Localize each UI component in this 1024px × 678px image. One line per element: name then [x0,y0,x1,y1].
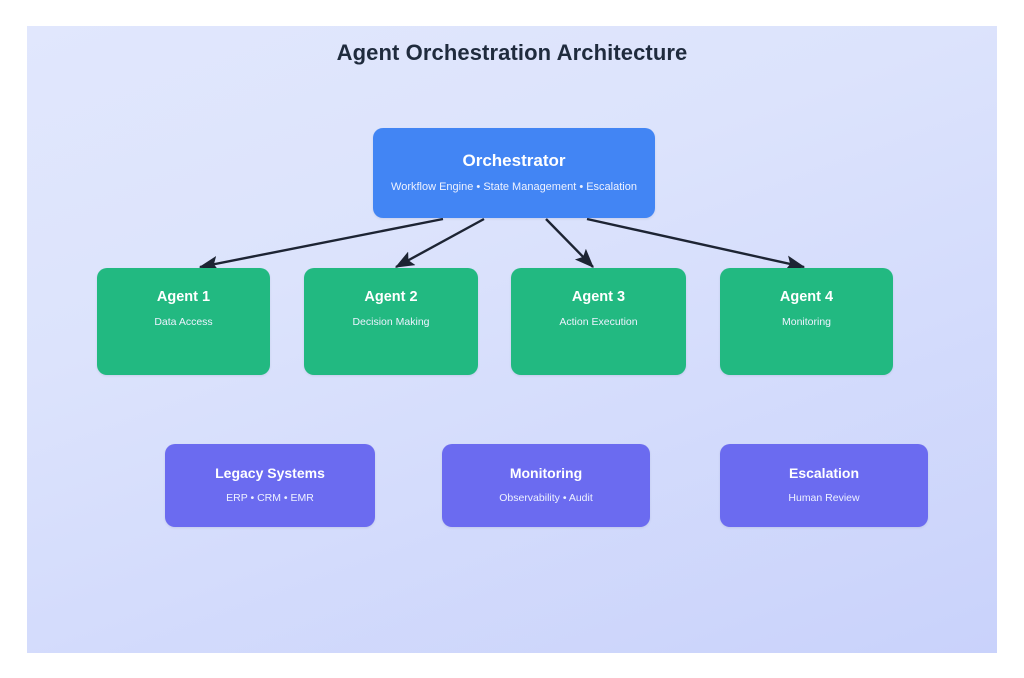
page-title: Agent Orchestration Architecture [336,40,688,65]
node-escalation-subtitle: Human Review [788,491,860,504]
node-legacy-systems[interactable]: Legacy Systems ERP • CRM • EMR [165,444,375,527]
node-agent-4[interactable]: Agent 4 Monitoring [720,268,893,375]
node-agent-4-title: Agent 4 [779,289,834,305]
node-legacy-systems-subtitle: ERP • CRM • EMR [226,491,314,504]
node-agent-4-subtitle: Monitoring [781,316,832,329]
node-orchestrator[interactable]: Orchestrator Workflow Engine • State Man… [373,128,655,218]
node-agent-1-title: Agent 1 [156,289,211,305]
node-monitoring[interactable]: Monitoring Observability • Audit [442,444,650,527]
node-agent-3-title: Agent 3 [571,289,626,305]
node-escalation-title: Escalation [788,465,860,481]
node-monitoring-subtitle: Observability • Audit [499,491,593,504]
node-monitoring-title: Monitoring [509,465,583,481]
node-agent-1-subtitle: Data Access [154,316,213,329]
node-orchestrator-subtitle: Workflow Engine • State Management • Esc… [391,181,637,194]
node-agent-2-title: Agent 2 [364,289,418,305]
node-legacy-systems-title: Legacy Systems [215,465,325,481]
node-agent-3[interactable]: Agent 3 Action Execution [511,268,686,375]
node-agent-1[interactable]: Agent 1 Data Access [97,268,270,375]
node-escalation[interactable]: Escalation Human Review [720,444,928,527]
node-agent-3-subtitle: Action Execution [559,316,638,329]
node-orchestrator-title: Orchestrator [462,151,566,170]
node-agent-2-subtitle: Decision Making [352,316,430,329]
node-agent-2[interactable]: Agent 2 Decision Making [304,268,478,375]
